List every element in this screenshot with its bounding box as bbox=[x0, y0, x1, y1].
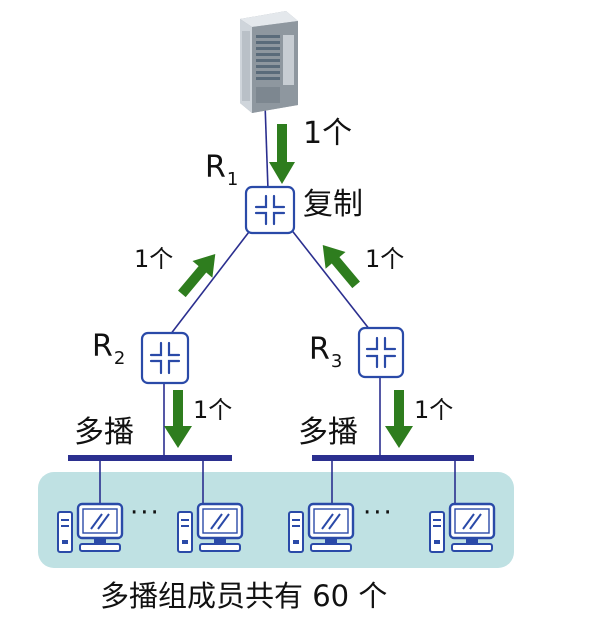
router-r1-sub: 1 bbox=[226, 169, 239, 190]
count-left-label: 1个 bbox=[134, 245, 174, 273]
ellipsis-right: ··· bbox=[363, 498, 394, 528]
router-r3-sub: 3 bbox=[330, 351, 343, 372]
computer-icon bbox=[56, 502, 124, 554]
link-server-r1 bbox=[264, 102, 269, 191]
arrows bbox=[164, 124, 413, 448]
arrow-right bbox=[322, 245, 360, 289]
router-r3-icon bbox=[357, 326, 405, 379]
links bbox=[99, 102, 456, 506]
lan-bar-left bbox=[68, 455, 232, 461]
arrow-top bbox=[269, 124, 295, 184]
group-caption: 多播组成员共有 60 个 bbox=[100, 579, 388, 613]
arrow-left bbox=[178, 254, 216, 298]
computer-icon bbox=[428, 502, 496, 554]
lan-bar-right bbox=[312, 455, 474, 461]
link-r1-r2 bbox=[169, 227, 253, 336]
router-r3-name: R bbox=[309, 332, 330, 367]
router-r1-name: R bbox=[205, 150, 226, 185]
count-r2-down-label: 1个 bbox=[193, 396, 233, 424]
router-r1-label: R1 bbox=[205, 153, 238, 189]
router-r2-sub: 2 bbox=[113, 348, 126, 369]
router-r2-icon bbox=[140, 331, 190, 385]
multicast-group-area bbox=[38, 472, 514, 568]
computer-icon bbox=[287, 502, 355, 554]
copy-label: 复制 bbox=[303, 187, 363, 222]
router-r2-label: R2 bbox=[92, 332, 125, 368]
link-r1-r3 bbox=[289, 227, 371, 331]
arrow-r3-down bbox=[385, 390, 413, 448]
router-r1-icon bbox=[244, 185, 296, 235]
count-right-label: 1个 bbox=[365, 245, 405, 273]
count-top-label: 1个 bbox=[303, 116, 353, 151]
router-r2-name: R bbox=[92, 329, 113, 364]
multicast-left-label: 多播 bbox=[74, 415, 134, 450]
multicast-right-label: 多播 bbox=[298, 415, 358, 450]
count-r3-down-label: 1个 bbox=[414, 396, 454, 424]
router-r3-label: R3 bbox=[309, 335, 342, 371]
ellipsis-left: ··· bbox=[130, 498, 161, 528]
arrow-r2-down bbox=[164, 390, 192, 448]
server-icon bbox=[240, 11, 298, 113]
computer-icon bbox=[176, 502, 244, 554]
